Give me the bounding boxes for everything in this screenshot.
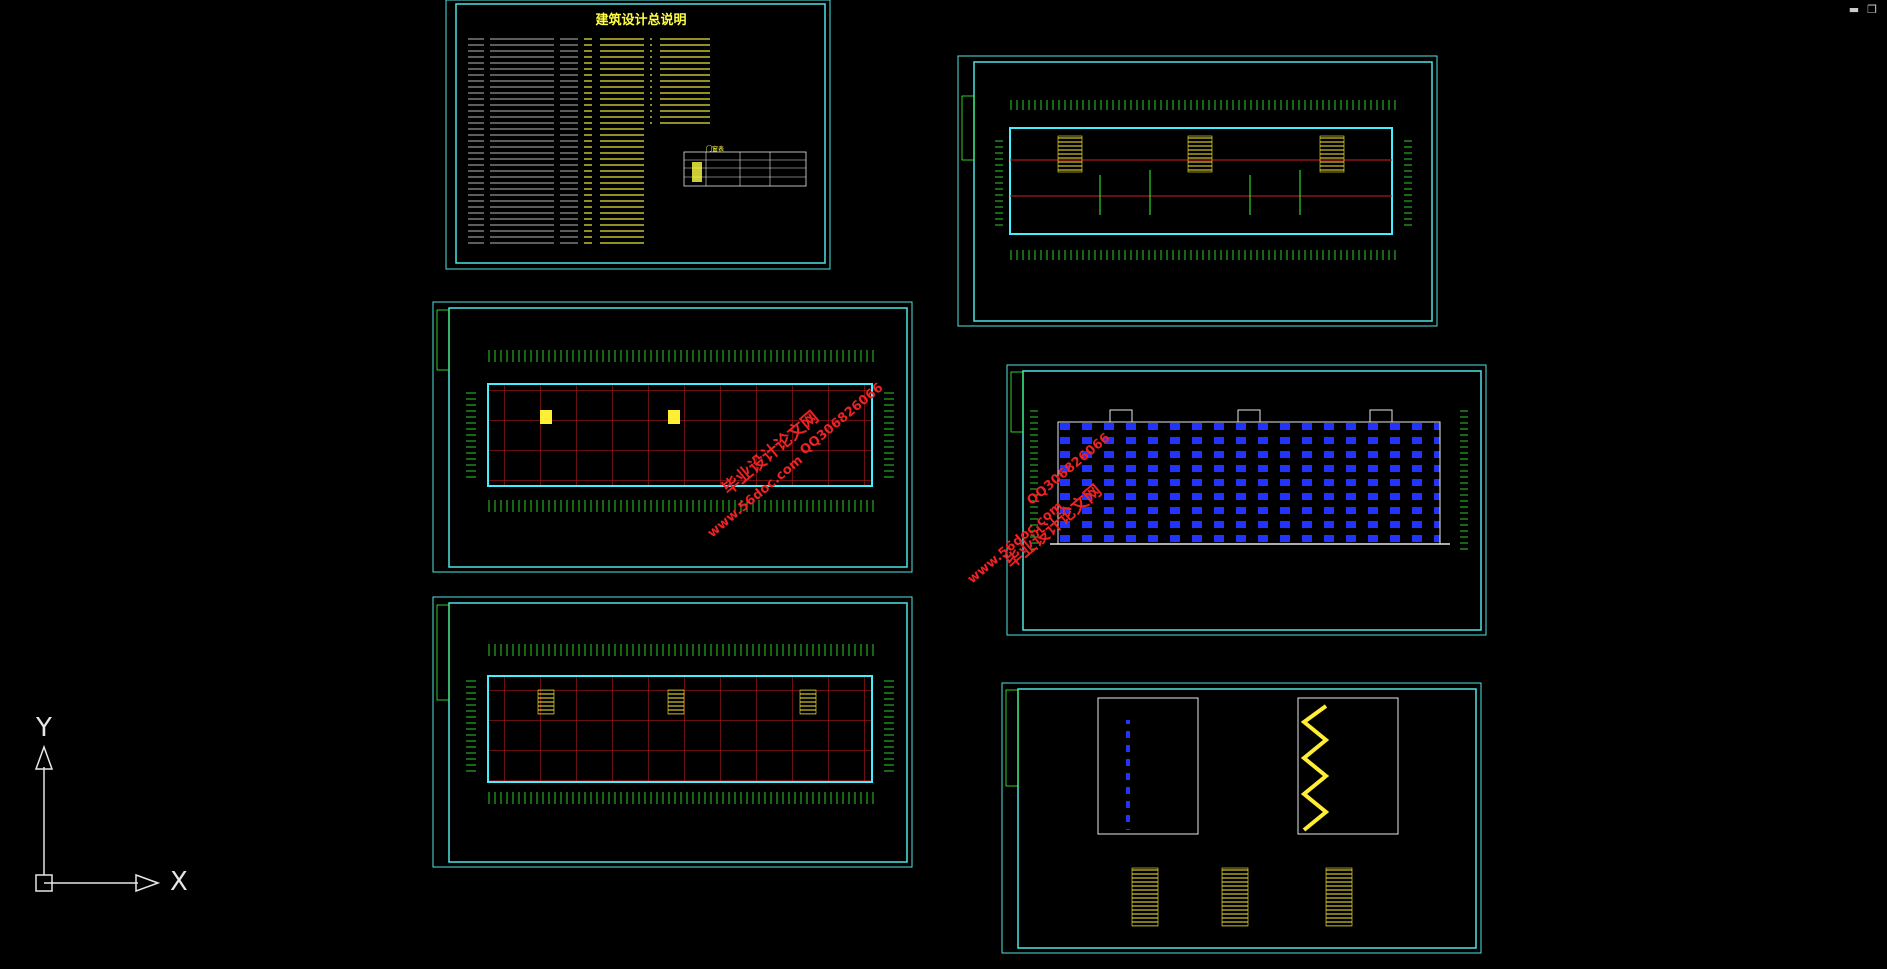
sheet-sections[interactable] bbox=[1001, 682, 1482, 954]
restore-icon[interactable]: ❐ bbox=[1867, 3, 1877, 16]
watermark-site: www.56doc.com bbox=[965, 499, 1066, 587]
ucs-y-label: Y bbox=[36, 713, 52, 743]
notes-title: 建筑设计总说明 bbox=[595, 12, 686, 28]
sheet-design-notes[interactable]: 建筑设计总说明 门窗表 bbox=[445, 0, 831, 270]
minimize-icon[interactable]: ▬ bbox=[1848, 3, 1860, 16]
sheet-standard-floor-plan[interactable] bbox=[432, 596, 913, 868]
sheet-elevation[interactable] bbox=[1006, 364, 1487, 636]
door-window-table-title: 门窗表 bbox=[706, 145, 724, 153]
sheet-roof-plan[interactable] bbox=[957, 55, 1438, 327]
ucs-icon: Y X bbox=[30, 713, 200, 905]
sheet-first-floor-plan[interactable] bbox=[432, 301, 913, 573]
ucs-x-label: X bbox=[170, 867, 188, 897]
